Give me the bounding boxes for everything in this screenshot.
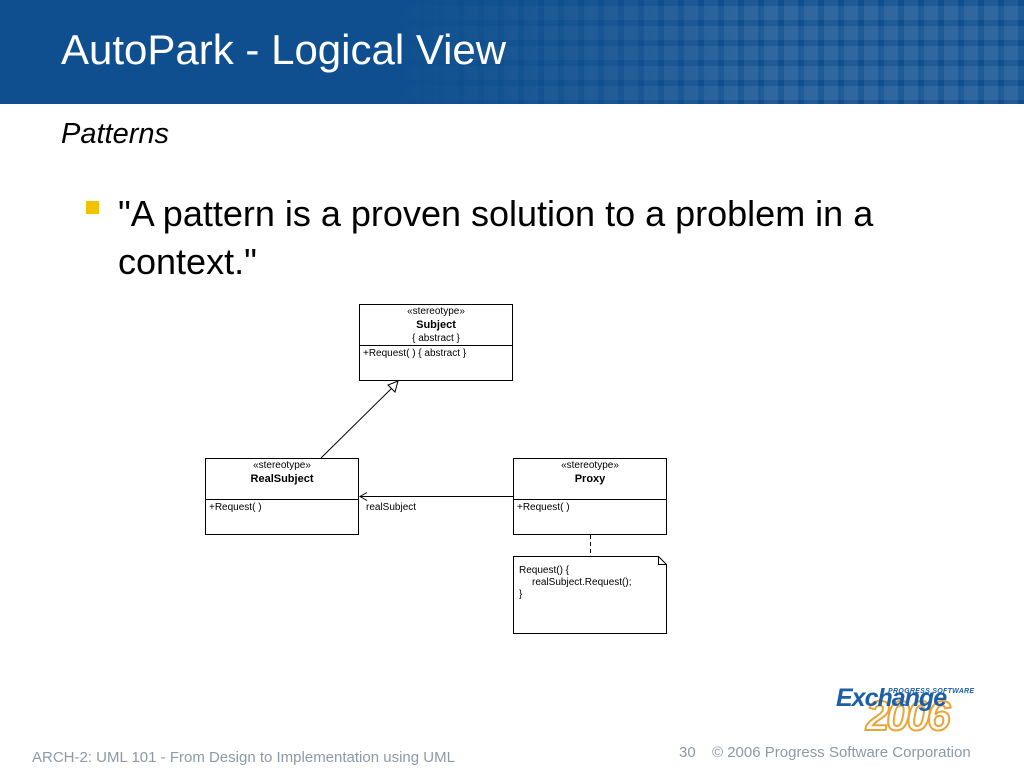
slide-subtitle: Patterns [61,118,169,150]
generalization-arrow [320,380,399,459]
class-proxy: «stereotype» Proxy +Request( ) [513,458,667,535]
logo-word: Exchange [836,684,947,712]
real-subject-name: RealSubject [251,473,314,485]
subject-stereotype: «stereotype» [407,306,465,317]
class-subject: «stereotype» Subject { abstract } +Reque… [359,304,513,381]
bullet-square-icon [86,201,99,214]
proxy-operation: +Request( ) [517,502,570,513]
real-subject-stereotype: «stereotype» [253,460,311,471]
title-bar: AutoPark - Logical View [0,0,1024,104]
association-label: realSubject [366,502,416,513]
bullet-text: "A pattern is a proven solution to a pro… [118,193,874,282]
footer-course-title: ARCH-2: UML 101 - From Design to Impleme… [32,749,455,766]
class-real-subject: «stereotype» RealSubject +Request( ) [205,458,359,535]
association-arrow: realSubject [358,492,513,513]
subject-name: Subject [416,319,456,331]
logo-top-text: PROGRESS SOFTWARE [888,688,975,695]
copyright-notice: © 2006 Progress Software Corporation [712,744,971,761]
logo-year: 2006 [865,691,951,740]
note-line-2: realSubject.Request(); [532,577,632,588]
note-line-3: } [519,589,523,600]
subject-operation: +Request( ) { abstract } [363,348,467,359]
proxy-stereotype: «stereotype» [561,460,619,471]
subject-constraint: { abstract } [412,333,460,344]
title-bar-pattern [384,0,1024,104]
real-subject-operation: +Request( ) [209,502,262,513]
slide-title: AutoPark - Logical View [61,26,507,73]
page-number: 30 [679,744,696,761]
note-line-1: Request() { [519,565,570,576]
proxy-name: Proxy [575,473,606,485]
note: Request() { realSubject.Request(); } [513,556,667,634]
